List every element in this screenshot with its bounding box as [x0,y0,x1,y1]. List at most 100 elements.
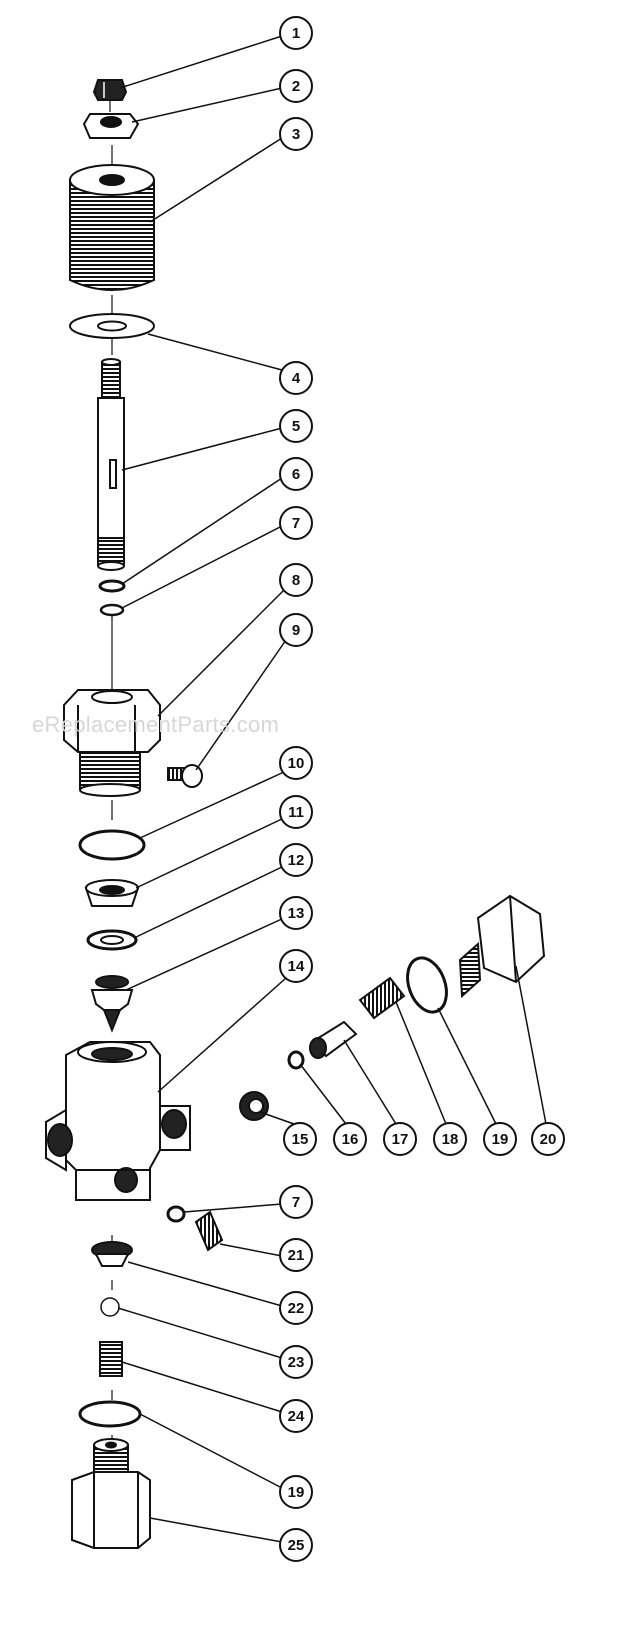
callout-circle [279,506,313,540]
callout-circle [279,16,313,50]
callout-number: 1 [292,25,300,42]
callout-23: 23 [279,1345,313,1379]
callout-circle [279,1528,313,1562]
part-17-poppet [309,1020,358,1059]
watermark: eReplacementParts.com [32,712,280,737]
callout-number: 20 [540,1131,557,1148]
callout-number: 7 [292,1194,300,1211]
callout-number: 23 [288,1354,305,1371]
callout-circle [279,1238,313,1272]
callout-25: 25 [279,1528,313,1562]
callout-circle [279,896,313,930]
part-11-cup [84,879,140,907]
part-25-plug [71,1438,151,1549]
callout-15: 15 [283,1122,317,1156]
callout-number: 9 [292,622,300,639]
callout-number: 8 [292,572,300,589]
callout-circle [333,1122,367,1156]
part-22-seat [91,1241,133,1267]
part-19-gasket [406,956,448,1014]
callout-1: 1 [279,16,313,50]
part-1-cap [92,79,128,101]
callout-7: 7 [279,1185,313,1219]
callout-2: 2 [279,69,313,103]
callout-circle [279,457,313,491]
callout-20: 20 [531,1122,565,1156]
callout-circle [279,117,313,151]
callout-circle [279,1399,313,1433]
callout-number: 16 [342,1131,359,1148]
callout-circle [383,1122,417,1156]
callout-circle [279,843,313,877]
callout-24: 24 [279,1399,313,1433]
part-21-spring [194,1210,224,1252]
callout-circle [279,949,313,983]
callout-circle [279,746,313,780]
part-24-spring [99,1341,123,1377]
callout-circle [279,1185,313,1219]
callout-19: 19 [279,1475,313,1509]
part-18-spring [358,976,406,1020]
callout-number: 2 [292,78,300,95]
callout-number: 6 [292,466,300,483]
callout-10: 10 [279,746,313,780]
callout-number: 11 [288,804,304,821]
part-6-ring [98,579,126,593]
callout-circle [279,361,313,395]
callout-7: 7 [279,506,313,540]
callout-4: 4 [279,361,313,395]
callout-number: 3 [292,126,300,143]
callout-circle [279,69,313,103]
leader-lines [117,35,547,1543]
callout-13: 13 [279,896,313,930]
callout-circle [433,1122,467,1156]
callout-11: 11 [279,795,313,829]
callout-number: 14 [288,958,305,975]
callout-21: 21 [279,1238,313,1272]
callout-circle [279,613,313,647]
part-7-lower-ring [166,1205,186,1223]
part-19-lower-gasket [78,1400,142,1428]
part-9-screw [167,764,203,788]
callout-number: 5 [292,418,300,435]
callout-circle [483,1122,517,1156]
part-12-washer [86,929,138,951]
part-14-body [45,1041,191,1201]
callout-19: 19 [483,1122,517,1156]
callout-number: 12 [288,852,305,869]
callout-number: 21 [288,1247,305,1264]
callout-18: 18 [433,1122,467,1156]
callout-number: 25 [288,1537,305,1554]
callout-number: 19 [492,1131,509,1148]
callout-circle [531,1122,565,1156]
callout-3: 3 [279,117,313,151]
part-23-ball [100,1297,120,1317]
callout-number: 22 [288,1300,305,1317]
part-3-spring-stack [69,164,155,291]
callout-6: 6 [279,457,313,491]
callout-14: 14 [279,949,313,983]
callout-8: 8 [279,563,313,597]
part-16-oring [287,1050,305,1070]
part-13-seat [90,975,134,1033]
callout-16: 16 [333,1122,367,1156]
callout-number: 4 [292,370,301,387]
callout-12: 12 [279,843,313,877]
part-8-housing [63,689,161,797]
callout-number: 17 [392,1131,409,1148]
part-4-washer [69,313,155,339]
part-2-nut [82,113,140,139]
callout-circle [279,563,313,597]
part-5-stem [97,358,125,571]
callout-circle [279,1475,313,1509]
callout-circle [283,1122,317,1156]
callout-9: 9 [279,613,313,647]
callout-22: 22 [279,1291,313,1325]
callout-number: 10 [288,755,305,772]
callout-5: 5 [279,409,313,443]
callout-circle [279,1345,313,1379]
callout-number: 13 [288,905,305,922]
callout-number: 24 [288,1408,305,1425]
callout-number: 7 [292,515,300,532]
